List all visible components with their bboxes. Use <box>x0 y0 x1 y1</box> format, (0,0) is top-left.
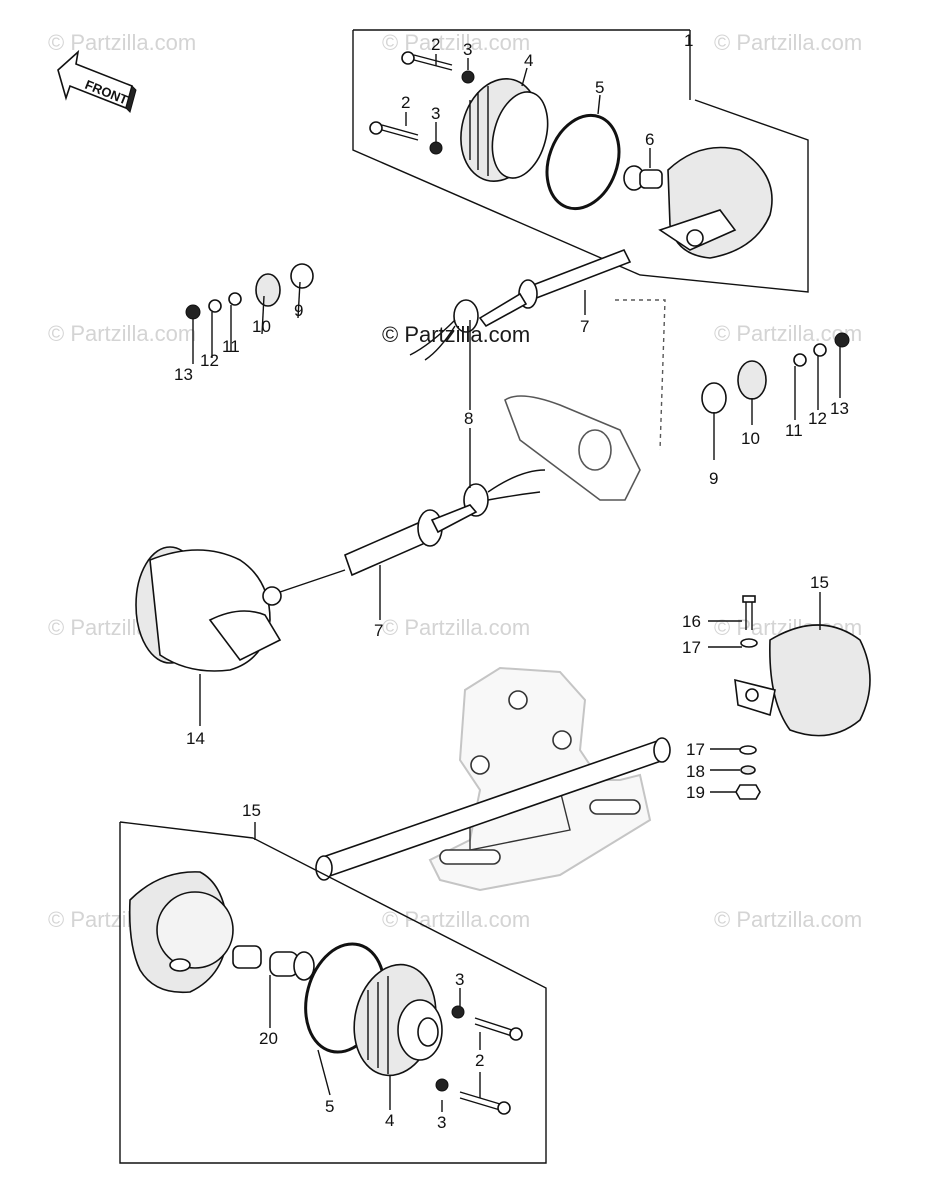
callout-4: 4 <box>385 1111 394 1130</box>
watermark: © Partzilla.com <box>714 30 862 55</box>
mounting-bracket-part <box>504 299 666 501</box>
callout-labels: 1 2 3 4 5 6 2 3 7 8 13 12 11 10 9 9 10 1… <box>174 31 849 1132</box>
bolt-part <box>459 1091 511 1115</box>
callout-16: 16 <box>682 612 701 631</box>
front-arrow-icon: FRONT <box>57 49 137 113</box>
callout-4: 4 <box>524 51 533 70</box>
callout-9: 9 <box>709 469 718 488</box>
callout-15: 15 <box>242 801 261 820</box>
lock-washer-part <box>740 765 756 775</box>
bolt-part <box>401 51 453 71</box>
watermark: © Partzilla.com <box>48 321 196 346</box>
watermark: © Partzilla.com <box>714 907 862 932</box>
callout-18: 18 <box>686 762 705 781</box>
signal-housing-part <box>658 146 773 259</box>
nut-part <box>435 1078 449 1092</box>
callout-7: 7 <box>374 621 383 640</box>
watermark: © Partzilla.com <box>382 30 530 55</box>
callout-20: 20 <box>259 1029 278 1048</box>
callout-3: 3 <box>463 40 472 59</box>
watermark: © Partzilla.com <box>382 615 530 640</box>
rear-stalk-bar-part <box>315 737 671 881</box>
callout-11: 11 <box>785 421 803 440</box>
callout-12: 12 <box>808 409 827 428</box>
stalk-part <box>343 504 478 577</box>
gasket-part <box>545 113 621 211</box>
callout-2: 2 <box>401 93 410 112</box>
callout-8: 8 <box>464 409 473 428</box>
callout-6: 6 <box>645 130 654 149</box>
watermark-center: © Partzilla.com <box>382 322 530 347</box>
callout-12: 12 <box>200 351 219 370</box>
nut-part <box>451 1005 465 1019</box>
callout-17: 17 <box>682 638 701 657</box>
bulb-part <box>623 165 663 191</box>
callout-3: 3 <box>455 970 464 989</box>
washer-part <box>739 745 757 755</box>
callout-5: 5 <box>595 78 604 97</box>
callout-15: 15 <box>810 573 829 592</box>
nut-part <box>429 141 443 155</box>
watermark: © Partzilla.com <box>382 907 530 932</box>
lens-part <box>460 78 549 182</box>
bulb-part <box>232 945 315 981</box>
signal-base-part <box>128 871 234 994</box>
callout-19: 19 <box>686 783 705 802</box>
signal-housing-part <box>734 624 871 737</box>
watermark: © Partzilla.com <box>48 30 196 55</box>
callout-9: 9 <box>294 301 303 320</box>
assembly-outline-top <box>352 30 809 293</box>
callout-10: 10 <box>741 429 760 448</box>
bolt-part <box>369 121 419 141</box>
callout-11: 11 <box>222 337 240 356</box>
callout-10: 10 <box>252 317 271 336</box>
callout-13: 13 <box>830 399 849 418</box>
lens-part <box>353 963 443 1077</box>
nut-part <box>735 784 761 800</box>
callout-14: 14 <box>186 729 205 748</box>
callout-3: 3 <box>437 1113 446 1132</box>
washer-set-right <box>701 332 850 414</box>
callout-5: 5 <box>325 1097 334 1116</box>
bolt-part <box>742 595 756 630</box>
leader-lines <box>192 54 841 1112</box>
callout-3: 3 <box>431 104 440 123</box>
callout-13: 13 <box>174 365 193 384</box>
washer-set-left <box>185 263 314 320</box>
assembly-outline-bottom <box>119 822 547 1164</box>
washer-part <box>740 638 758 648</box>
grommet-part <box>453 299 479 333</box>
callout-2: 2 <box>431 35 440 54</box>
rear-bracket-part <box>428 666 652 892</box>
bolt-part <box>474 1017 523 1041</box>
callout-7: 7 <box>580 317 589 336</box>
signal-housing-part <box>135 546 346 672</box>
callout-2: 2 <box>475 1051 484 1070</box>
callout-1: 1 <box>684 31 693 50</box>
nut-part <box>461 70 475 84</box>
stalk-part <box>478 248 632 328</box>
callout-17: 17 <box>686 740 705 759</box>
